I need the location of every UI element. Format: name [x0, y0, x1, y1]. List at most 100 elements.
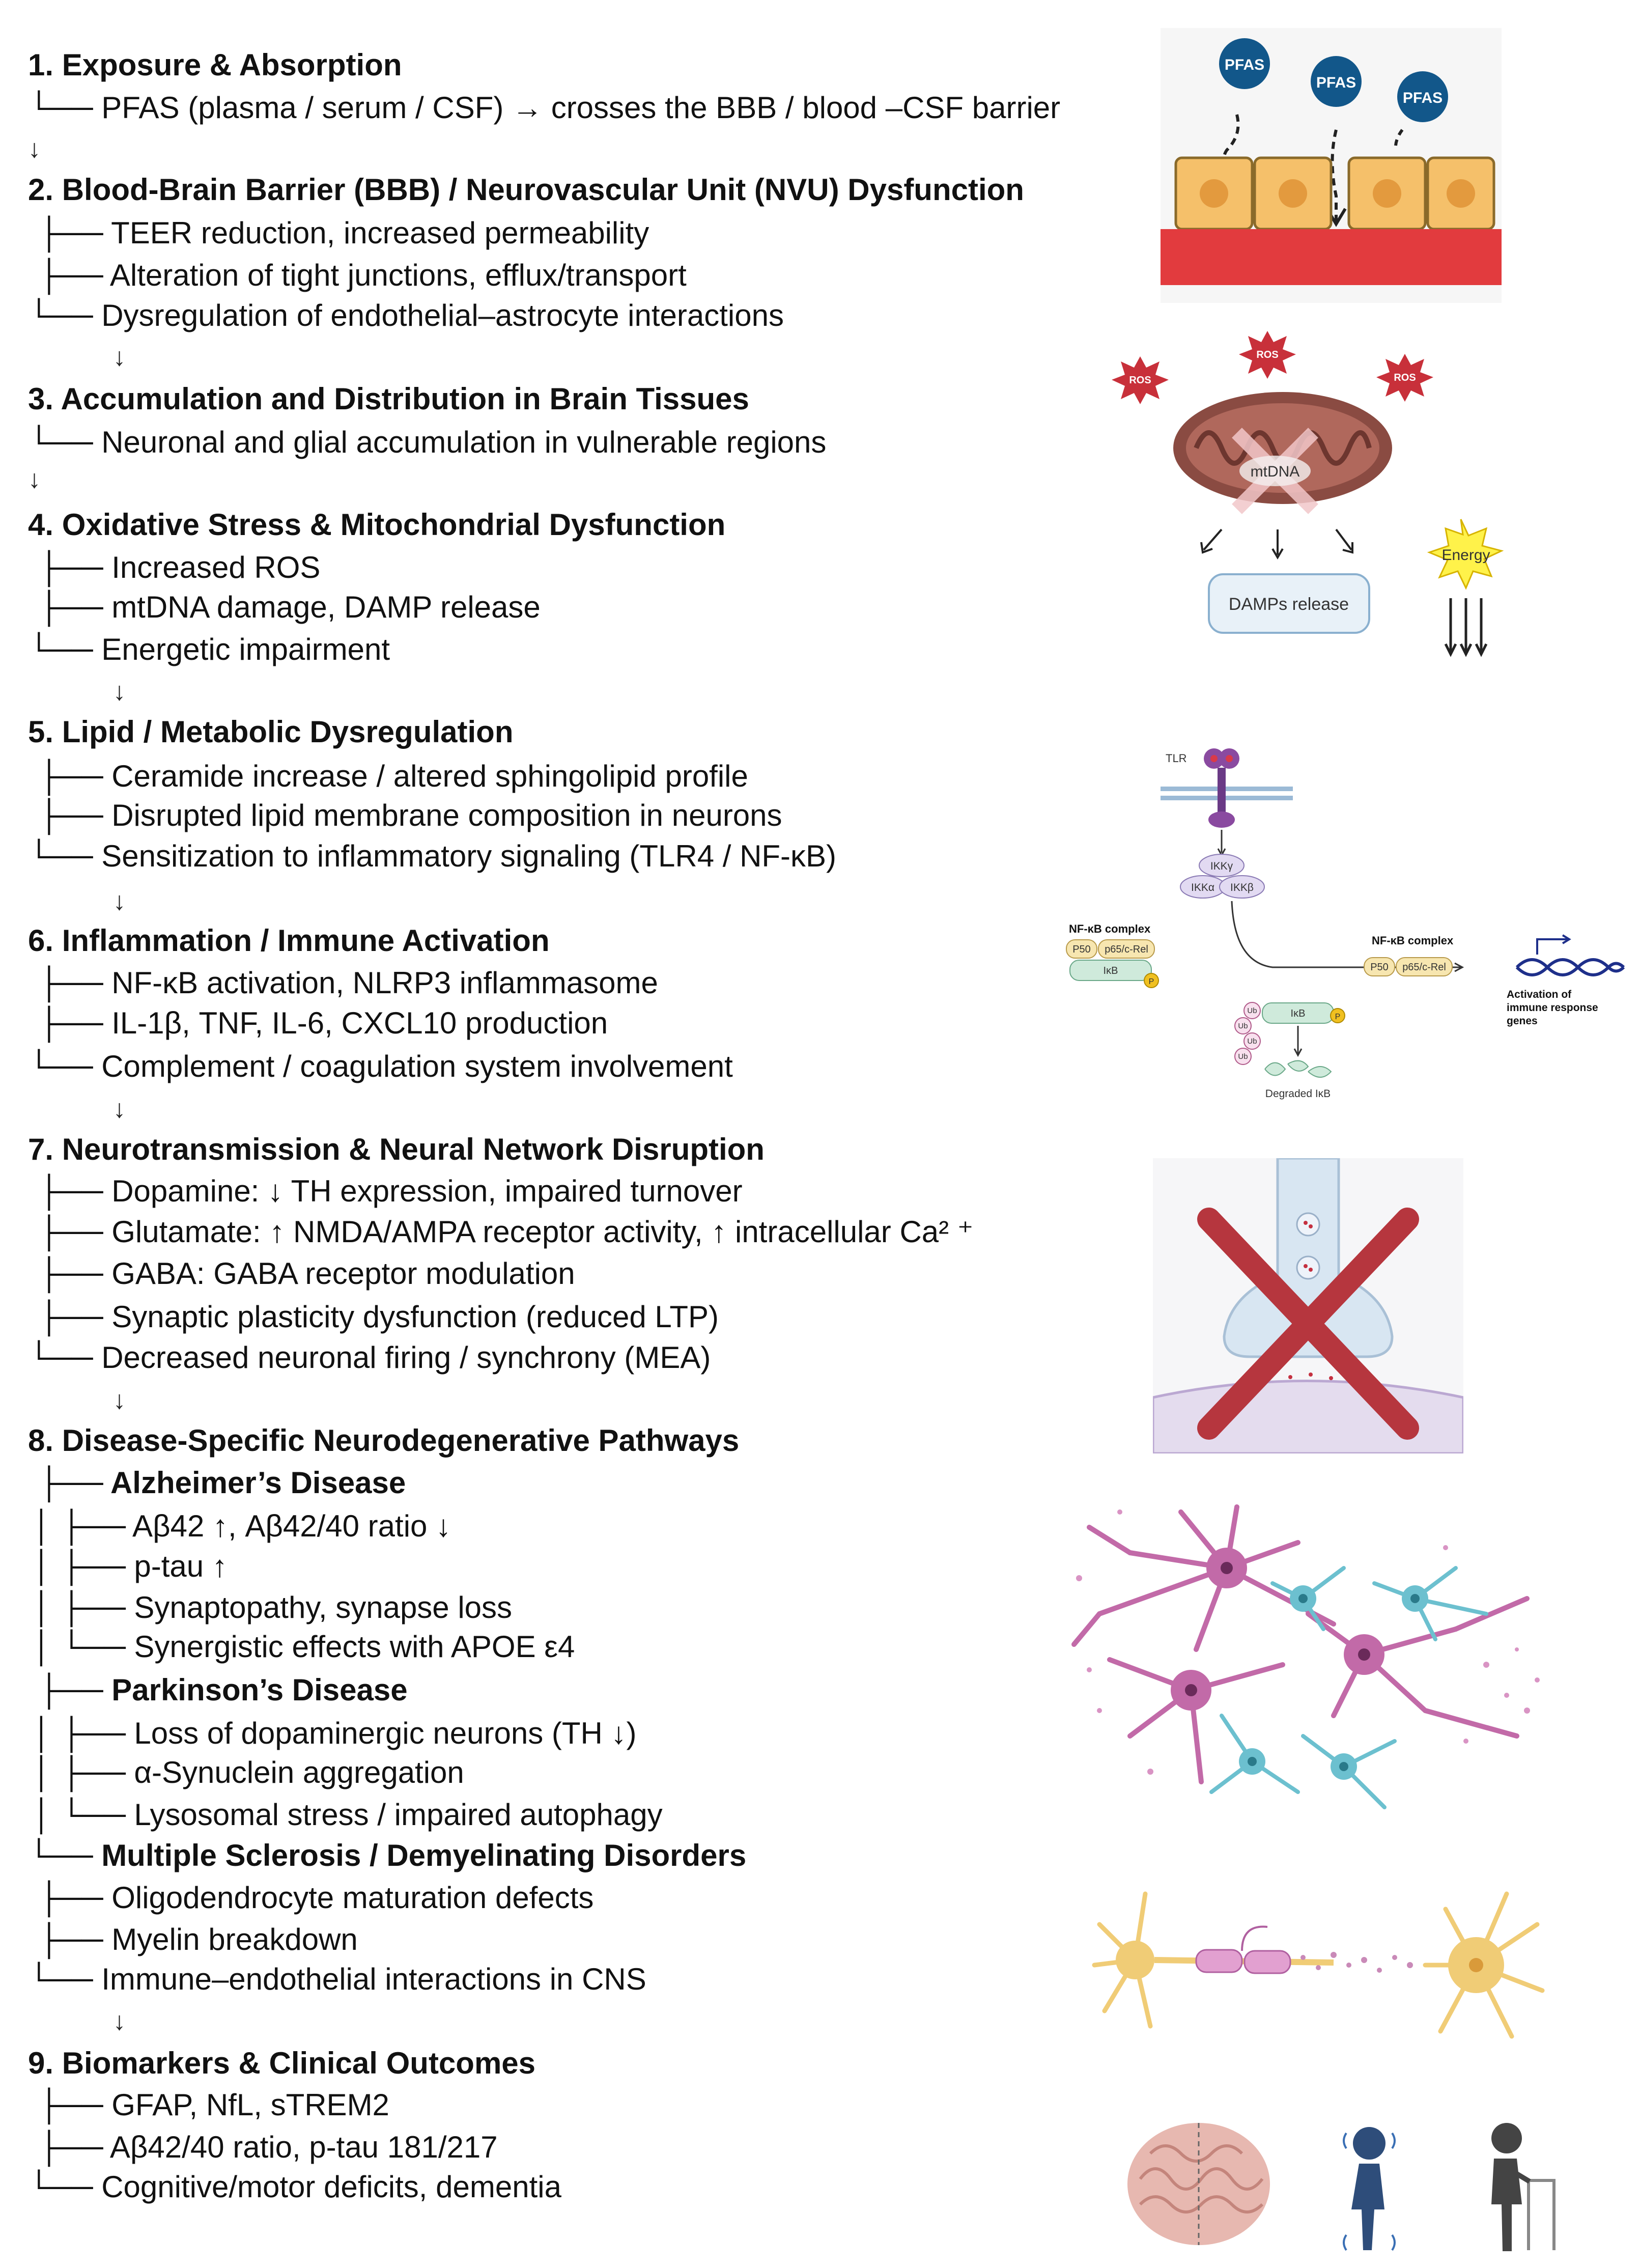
- section-7-item-5: └── Decreased neuronal firing / synchron…: [28, 1340, 711, 1375]
- svg-text:mtDNA: mtDNA: [1251, 463, 1300, 480]
- tlr-label: TLR: [1166, 752, 1187, 765]
- elderly-walker-icon: [1491, 2123, 1556, 2251]
- activation-genes-label: Activation of immune response genes: [1507, 989, 1598, 1027]
- mtdna-cross-icon: mtDNA: [1232, 428, 1318, 514]
- pink-neuron-processes: [1071, 1504, 1530, 1784]
- flow-arrow-2: ↓: [113, 343, 126, 371]
- degraded-ikb: Degraded IκB: [1264, 1060, 1332, 1100]
- pfas-molecule-1: PFAS: [1219, 38, 1270, 89]
- myelin-sheath: [1195, 1925, 1291, 1974]
- svg-text:P: P: [1149, 977, 1154, 986]
- pfas-molecule-2: PFAS: [1311, 56, 1362, 107]
- section-2-item-2: ├── Alteration of tight junctions, efflu…: [38, 258, 687, 292]
- mitochondrion: [1173, 392, 1392, 504]
- svg-text:DAMPs release: DAMPs release: [1229, 595, 1349, 614]
- disease-alzheimers: ├── Alzheimer’s Disease: [38, 1466, 406, 1500]
- section-6-item-2: ├── IL-1β, TNF, IL-6, CXCL10 production: [38, 1006, 608, 1040]
- nfkb-complex-left: NF-κB complex P50 p65/c-Rel IκB P: [1066, 922, 1159, 988]
- flow-arrow-7: ↓: [113, 1386, 126, 1414]
- section-1-title: 1. Exposure & Absorption: [28, 48, 402, 82]
- section-6-item-3: └── Complement / coagulation system invo…: [28, 1049, 733, 1083]
- neuron-fragments: [1076, 1509, 1540, 1775]
- section-5-item-1: ├── Ceramide increase / altered sphingol…: [38, 759, 748, 793]
- nfkb-complex-right: NF-κB complex P50 p65/c-Rel: [1364, 934, 1454, 976]
- svg-text:Ub: Ub: [1238, 1022, 1248, 1030]
- svg-text:ROS: ROS: [1394, 372, 1416, 383]
- svg-text:Ub: Ub: [1247, 1037, 1257, 1046]
- section-9-title: 9. Biomarkers & Clinical Outcomes: [28, 2046, 536, 2080]
- ros-burst-1: ROS: [1112, 356, 1169, 404]
- svg-text:PFAS: PFAS: [1225, 57, 1264, 73]
- svg-text:ROS: ROS: [1129, 375, 1151, 386]
- section-6-item-1: ├── NF-κB activation, NLRP3 inflammasome: [38, 966, 658, 1000]
- alzheimers-item-4: │ └── Synergistic effects with APOE ε4: [33, 1630, 575, 1664]
- x-cross-icon: [1197, 1208, 1419, 1440]
- dna-helix-icon: [1515, 934, 1625, 976]
- tlr-receptor-icon: [1204, 748, 1239, 828]
- svg-text:Ub: Ub: [1238, 1052, 1248, 1061]
- section-3-item-1: └── Neuronal and glial accumulation in v…: [28, 425, 827, 459]
- svg-text:ROS: ROS: [1256, 349, 1278, 360]
- svg-text:genes: genes: [1507, 1015, 1538, 1027]
- section-5-item-3: └── Sensitization to inflammatory signal…: [28, 839, 837, 873]
- svg-text:IKKβ: IKKβ: [1230, 882, 1254, 893]
- section-7-item-2: ├── Glutamate: ↑ NMDA/AMPA receptor acti…: [38, 1215, 974, 1249]
- pfas-barrier-illustration: PFAS PFAS PFAS: [1161, 28, 1502, 303]
- svg-text:NF-κB complex: NF-κB complex: [1372, 934, 1454, 947]
- section-1-item-1: └── PFAS (plasma / serum / CSF) → crosse…: [28, 91, 1061, 125]
- section-2-item-3: └── Dysregulation of endothelial–astrocy…: [28, 298, 784, 332]
- svg-text:IKKγ: IKKγ: [1210, 860, 1233, 872]
- flow-arrow-8: ↓: [113, 2007, 126, 2035]
- synapse-blocked-illustration: [1153, 1158, 1463, 1453]
- blood-vessel: [1161, 229, 1502, 285]
- section-3-title: 3. Accumulation and Distribution in Brai…: [28, 382, 749, 416]
- svg-text:IKKα: IKKα: [1191, 882, 1214, 893]
- ms-item-2: ├── Myelin breakdown: [38, 1922, 358, 1956]
- section-9-item-3: └── Cognitive/motor deficits, dementia: [28, 2170, 561, 2204]
- svg-text:PFAS: PFAS: [1316, 74, 1356, 91]
- section-7-item-4: ├── Synaptic plasticity dysfunction (red…: [38, 1300, 719, 1334]
- flow-arrow-4: ↓: [113, 677, 126, 706]
- disease-parkinsons: ├── Parkinson’s Disease: [38, 1673, 408, 1707]
- section-9-item-1: ├── GFAP, NfL, sTREM2: [38, 2088, 389, 2122]
- section-2-item-1: ├── TEER reduction, increased permeabili…: [38, 216, 649, 250]
- endothelial-cells: [1174, 156, 1495, 231]
- brain-icon: [1127, 2123, 1270, 2245]
- damaged-neurons-illustration: [1071, 1504, 1540, 1809]
- svg-text:NF-κB complex: NF-κB complex: [1069, 922, 1151, 935]
- svg-text:Degraded IκB: Degraded IκB: [1265, 1088, 1331, 1100]
- myelin-debris: [1300, 1952, 1413, 1973]
- ros-burst-3: ROS: [1376, 354, 1433, 402]
- ikk-complex: IKKγ IKKα IKKβ: [1180, 854, 1265, 899]
- disease-ms: └── Multiple Sclerosis / Demyelinating D…: [28, 1838, 747, 1872]
- parkinsons-item-1: │ ├── Loss of dopaminergic neurons (TH ↓…: [33, 1716, 637, 1750]
- parkinsons-item-3: │ └── Lysosomal stress / impaired autoph…: [33, 1798, 663, 1832]
- flow-arrow-1: ↓: [28, 134, 41, 163]
- energy-down-arrows: [1444, 598, 1488, 657]
- section-4-title: 4. Oxidative Stress & Mitochondrial Dysf…: [28, 508, 726, 542]
- nfkb-pathway-illustration: TLR IKKγ IKKα IKKβ NF-κB complex P50 p65…: [1066, 748, 1625, 1100]
- flow-arrow-5: ↓: [113, 887, 126, 915]
- section-4-item-2: ├── mtDNA damage, DAMP release: [38, 590, 541, 624]
- mitochondria-illustration: ROS ROS ROS mtDNA DAMPs release Energy: [1112, 331, 1504, 657]
- svg-text:IκB: IκB: [1104, 965, 1118, 976]
- damps-release-box: DAMPs release: [1208, 573, 1370, 634]
- ms-item-1: ├── Oligodendrocyte maturation defects: [38, 1881, 594, 1915]
- svg-text:Activation of: Activation of: [1507, 989, 1572, 1000]
- section-9-item-2: ├── Aβ42/40 ratio, p-tau 181/217: [38, 2130, 498, 2164]
- parkinsons-item-2: │ ├── α-Synuclein aggregation: [33, 1755, 464, 1789]
- energy-burst-icon: Energy: [1427, 519, 1504, 590]
- section-5-title: 5. Lipid / Metabolic Dysregulation: [28, 715, 514, 749]
- section-2-title: 2. Blood-Brain Barrier (BBB) / Neurovasc…: [28, 173, 1024, 207]
- section-6-title: 6. Inflammation / Immune Activation: [28, 923, 550, 958]
- demyelination-illustration: [1092, 1891, 1545, 2039]
- ms-item-3: └── Immune–endothelial interactions in C…: [28, 1962, 646, 1996]
- phosphorylated-ikb: IκB P: [1262, 1002, 1345, 1024]
- pfas-molecule-3: PFAS: [1397, 71, 1448, 122]
- postsynaptic-membrane: [1153, 1380, 1463, 1453]
- svg-text:immune response: immune response: [1507, 1002, 1598, 1014]
- section-4-item-1: ├── Increased ROS: [38, 550, 321, 584]
- section-8-title: 8. Disease-Specific Neurodegenerative Pa…: [28, 1423, 740, 1458]
- svg-text:IκB: IκB: [1291, 1008, 1306, 1019]
- neuron-bodies: [1171, 1548, 1428, 1780]
